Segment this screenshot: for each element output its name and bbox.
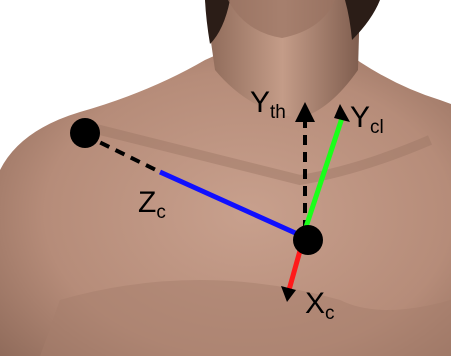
origin-marker	[293, 225, 323, 255]
acromion-marker	[70, 118, 100, 148]
